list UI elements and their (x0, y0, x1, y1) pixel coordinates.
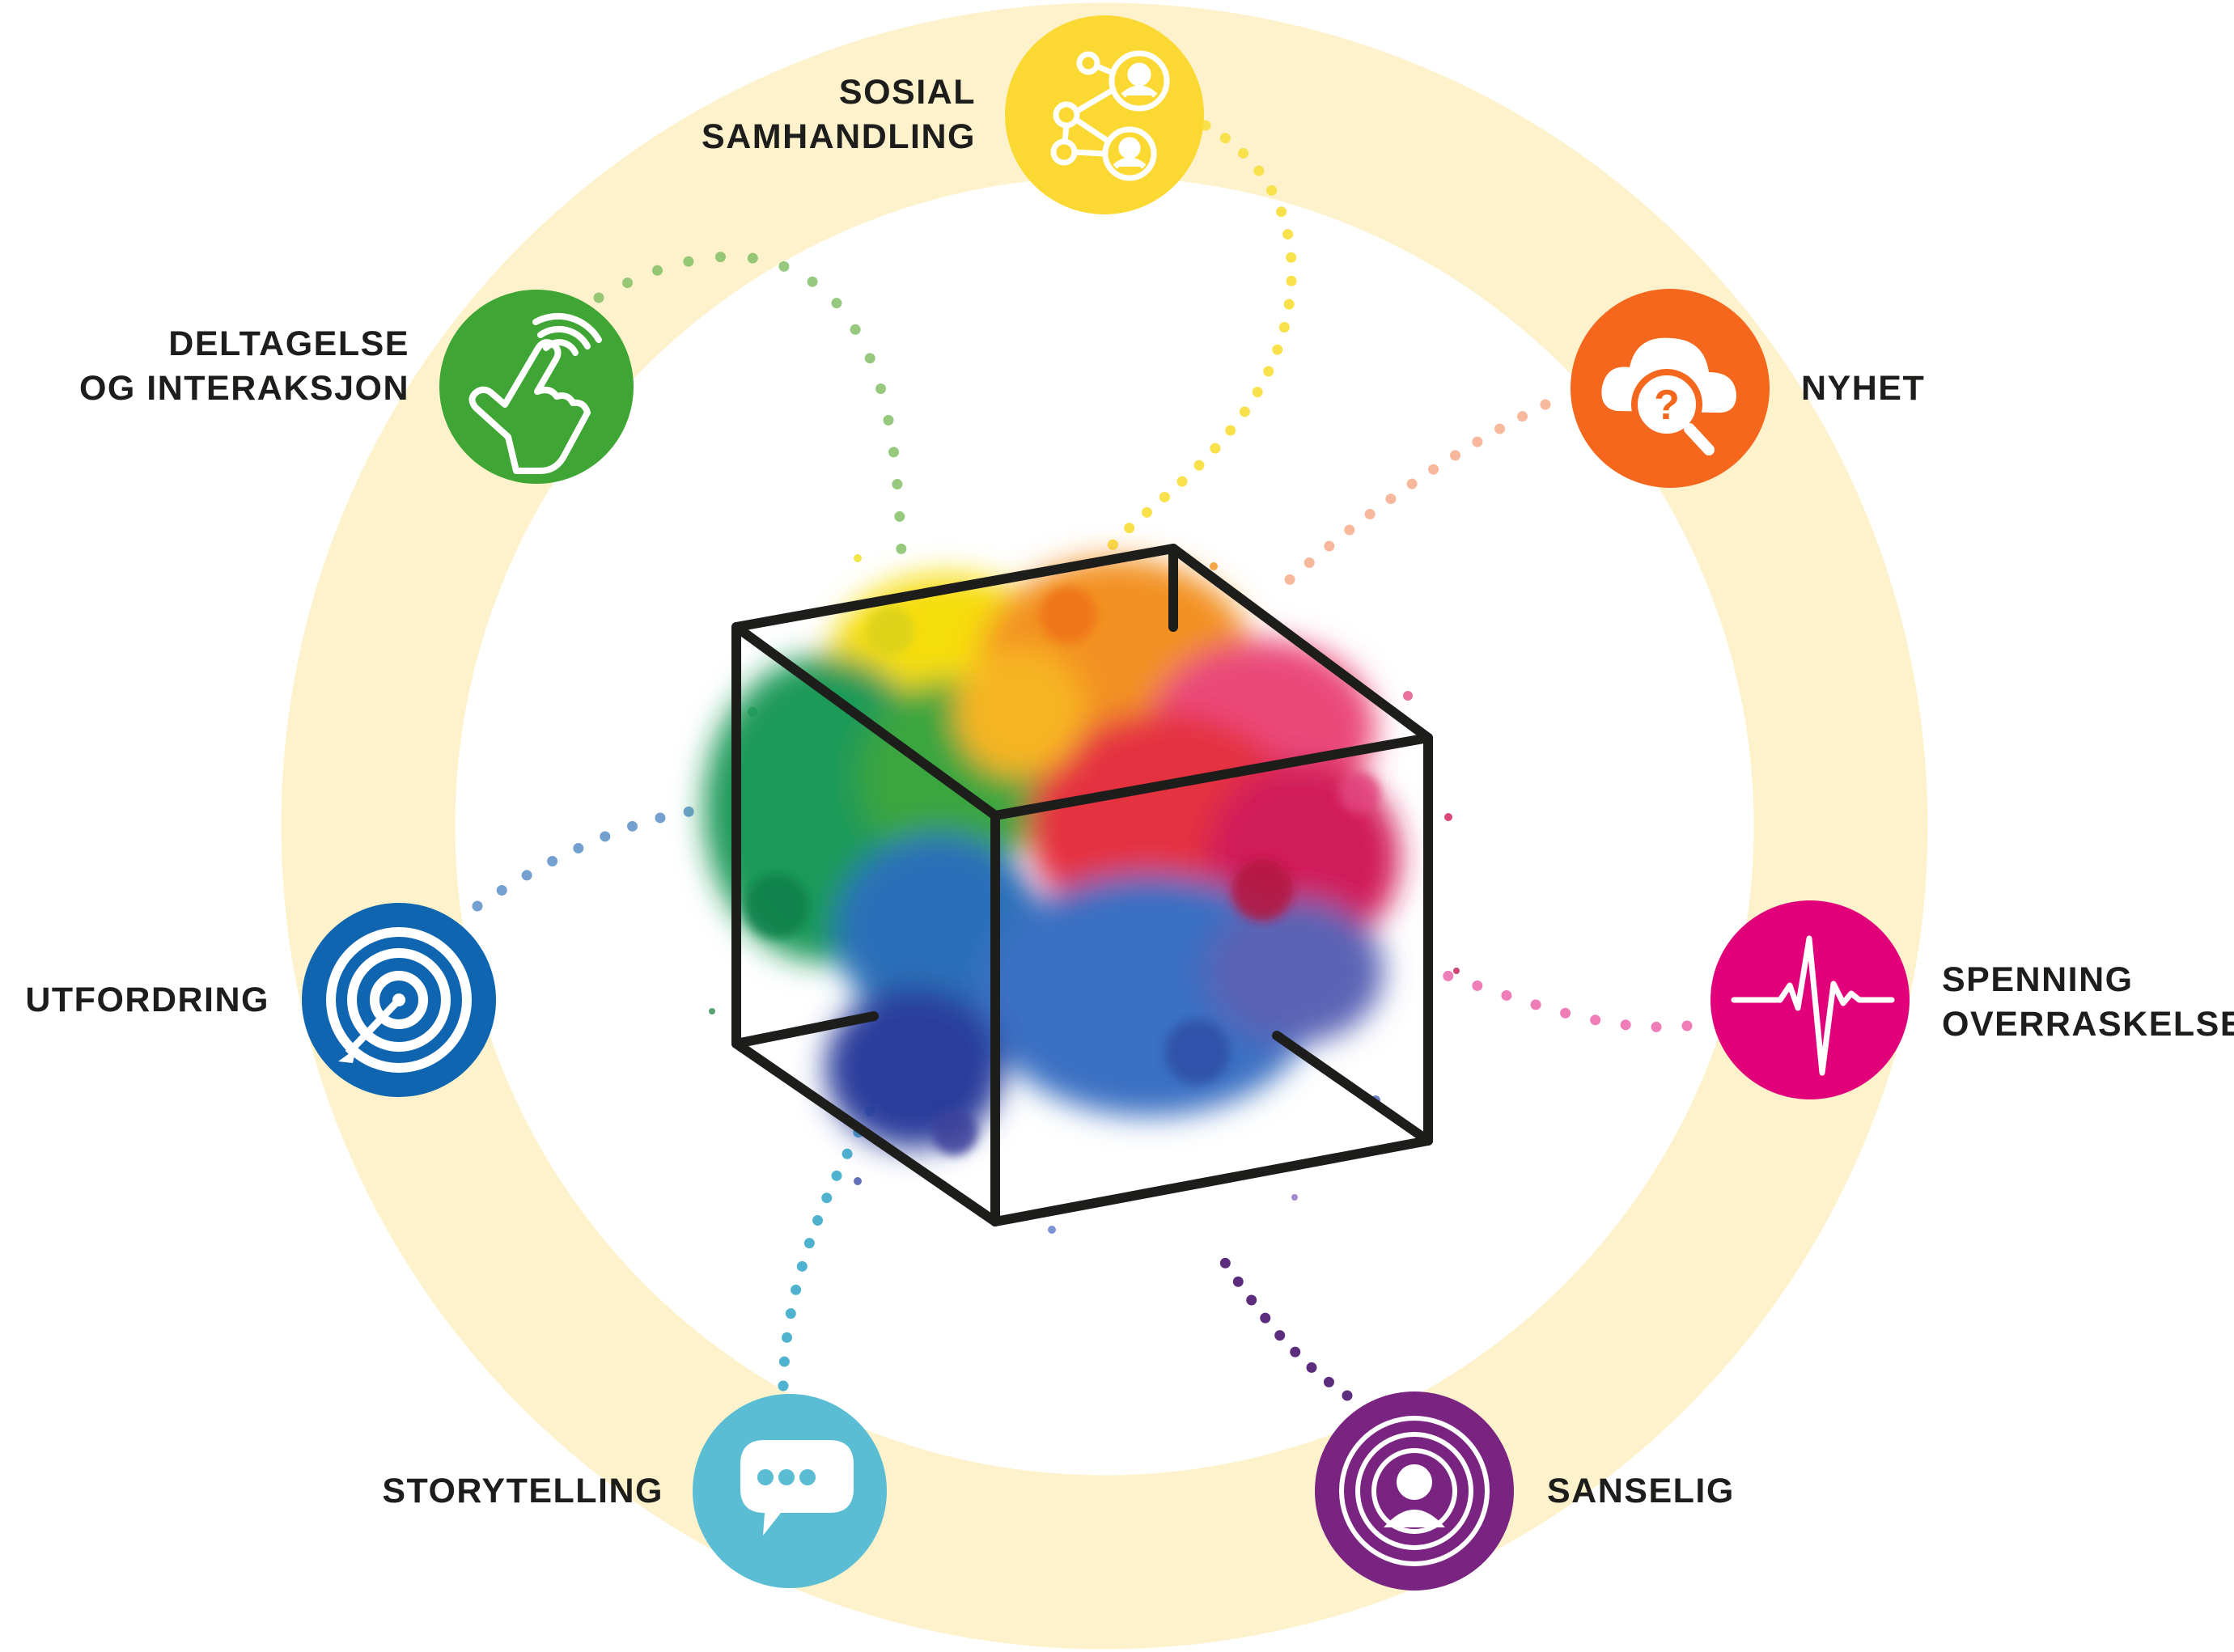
label-social-line-2: SAMHANDLING (702, 117, 976, 156)
node-novelty[interactable]: ? (1571, 289, 1770, 488)
connector-novelty (1281, 399, 1551, 588)
node-challenge[interactable] (302, 903, 496, 1097)
connector-sensory (1208, 1240, 1353, 1401)
node-social[interactable] (1005, 15, 1204, 214)
svg-text:?: ? (1654, 382, 1680, 429)
label-social-line-1: SOSIAL (838, 73, 976, 112)
node-suspense[interactable] (1710, 900, 1910, 1099)
connector-social (1103, 120, 1297, 556)
node-storytelling[interactable] (693, 1394, 887, 1588)
node-participation[interactable] (439, 290, 634, 484)
cloud-question-search-icon: ? (1601, 337, 1736, 455)
label-suspense-line-2: OVERRASKELSE (1942, 1005, 2234, 1044)
heartbeat-pulse-icon (1731, 935, 1895, 1076)
connector-suspense (1426, 965, 1693, 1032)
label-participation-line-1: DELTAGELSE (168, 324, 409, 363)
label-storytelling-line-1: STORYTELLING (382, 1472, 663, 1510)
label-sensory-line-1: SANSELIG (1547, 1472, 1735, 1510)
node-sensory[interactable] (1315, 1391, 1514, 1591)
label-sensory: SANSELIG (1547, 1469, 1735, 1514)
connector-challenge (472, 803, 714, 912)
label-suspense-line-1: SPENNING (1942, 960, 2134, 999)
paint-splash-cube-icon (704, 544, 1460, 1234)
label-novelty: NYHET (1801, 366, 1925, 411)
label-participation-line-2: OG INTERAKSJON (78, 369, 409, 408)
target-arrow-icon (326, 927, 472, 1073)
label-storytelling: STORYTELLING (382, 1469, 663, 1514)
label-challenge: UTFORDRING (25, 978, 269, 1023)
label-suspense: SPENNING OVERRASKELSE (1942, 958, 2234, 1047)
label-novelty-line-1: NYHET (1801, 369, 1926, 408)
social-network-icon (1050, 50, 1170, 181)
touch-hand-icon (468, 312, 602, 474)
label-social: SOSIAL SAMHANDLING (702, 70, 976, 159)
label-challenge-line-1: UTFORDRING (25, 981, 269, 1019)
speech-bubble-dots-icon (740, 1440, 854, 1536)
person-radiating-icon (1339, 1416, 1490, 1566)
label-participation: DELTAGELSE OG INTERAKSJON (79, 322, 409, 411)
connector-participation (593, 251, 908, 580)
